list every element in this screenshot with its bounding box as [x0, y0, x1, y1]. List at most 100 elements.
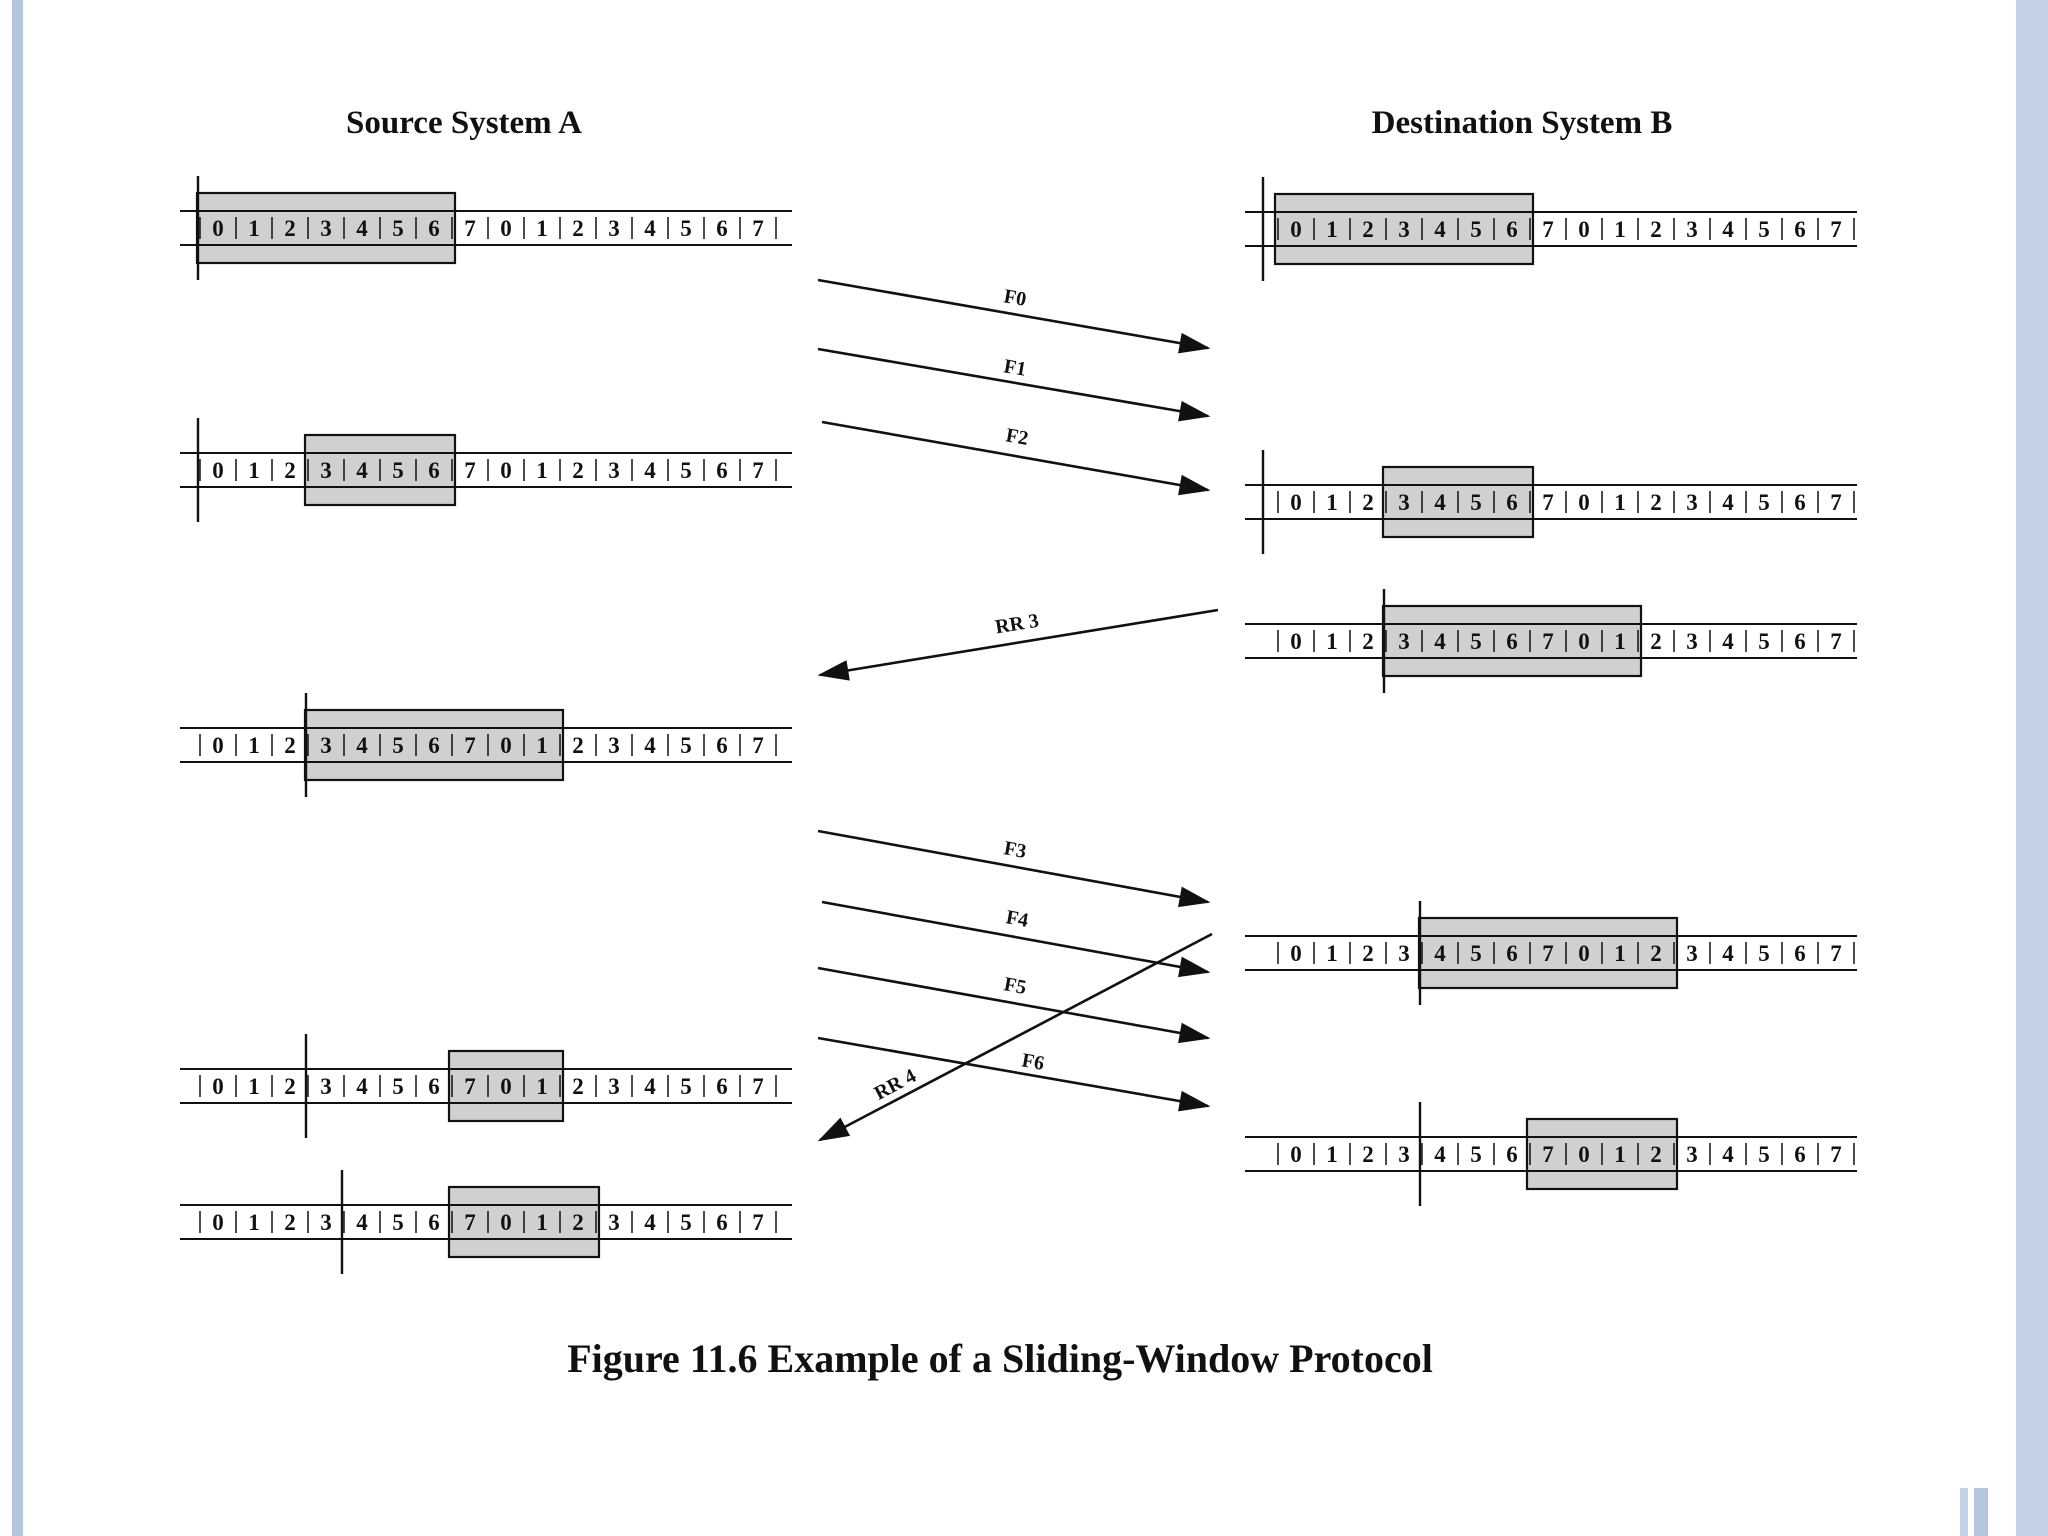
sequence-number: 7: [752, 1210, 764, 1235]
arrow-line: [817, 347, 1211, 422]
sequence-number: 3: [608, 733, 620, 758]
sequence-number: 3: [1686, 1142, 1698, 1167]
sequence-number: 3: [1398, 1142, 1410, 1167]
arrow-label: F4: [1004, 906, 1030, 932]
sequence-number: 4: [1434, 941, 1446, 966]
sequence-number: 1: [248, 216, 260, 241]
sequence-number: 5: [680, 216, 692, 241]
sequence-number: 5: [1470, 1142, 1482, 1167]
sequence-number: 6: [716, 458, 728, 483]
sequence-number: 0: [500, 216, 512, 241]
sequence-number: 6: [1506, 941, 1518, 966]
sequence-number: 4: [644, 216, 656, 241]
sequence-number: 4: [1434, 217, 1446, 242]
sequence-number: 3: [1398, 629, 1410, 654]
sequence-number: 5: [1470, 941, 1482, 966]
sequence-number: 6: [716, 216, 728, 241]
frame-arrow: RR 4: [817, 932, 1213, 1142]
arrow-label: F5: [1002, 973, 1028, 999]
sequence-number: 7: [1830, 1142, 1842, 1167]
sequence-number: 1: [1614, 941, 1626, 966]
arrow-line: [821, 900, 1211, 978]
figure-caption: Figure 11.6 Example of a Sliding-Window …: [567, 1336, 1433, 1381]
frame-arrow: F1: [817, 347, 1211, 422]
sliding-window-box: [447, 1049, 565, 1123]
sequence-number: 6: [1794, 941, 1806, 966]
sequence-number: 2: [572, 458, 584, 483]
sequence-number: 4: [356, 216, 368, 241]
sequence-number: 5: [680, 1210, 692, 1235]
sequence-number: 7: [1830, 629, 1842, 654]
arrow-label: F2: [1004, 424, 1030, 450]
sequence-number: 3: [1686, 941, 1698, 966]
sequence-number: 0: [500, 458, 512, 483]
sequence-number: 7: [464, 1074, 476, 1099]
sequence-number: 0: [212, 458, 224, 483]
sequence-number: 1: [536, 1074, 548, 1099]
sequence-number: 4: [1434, 629, 1446, 654]
sequence-number: 5: [1470, 490, 1482, 515]
sequence-number: 4: [644, 1074, 656, 1099]
sequence-number: 5: [1758, 1142, 1770, 1167]
sequence-number: 6: [1794, 629, 1806, 654]
sequence-number: 7: [1542, 490, 1554, 515]
sequence-number: 7: [1542, 217, 1554, 242]
sequence-number: 6: [1506, 490, 1518, 515]
sequence-number: 5: [680, 1074, 692, 1099]
sliding-window-box: [1417, 916, 1679, 990]
sliding-window-box: [303, 708, 565, 782]
sequence-number: 0: [212, 1074, 224, 1099]
sequence-number: 2: [1650, 1142, 1662, 1167]
sequence-number: 3: [1398, 490, 1410, 515]
arrow-line: [817, 966, 1211, 1044]
sequence-number: 7: [752, 216, 764, 241]
sequence-number: 6: [716, 1210, 728, 1235]
sequence-number: 6: [428, 733, 440, 758]
sequence-number: 3: [1398, 941, 1410, 966]
sequence-number: 6: [428, 1074, 440, 1099]
sequence-number: 0: [1578, 941, 1590, 966]
sequence-number: 7: [1830, 217, 1842, 242]
sequence-number: 2: [572, 1074, 584, 1099]
sequence-number: 6: [428, 1210, 440, 1235]
sequence-number: 2: [1650, 490, 1662, 515]
sequence-number: 2: [572, 1210, 584, 1235]
sequence-number: 2: [572, 216, 584, 241]
arrow-line: [817, 1036, 1211, 1112]
sequence-number: 6: [428, 458, 440, 483]
sequence-number: 5: [392, 458, 404, 483]
frame-arrow: RR 3: [817, 608, 1219, 681]
frame-arrow: F6: [817, 1036, 1211, 1112]
sequence-number: 4: [1722, 629, 1734, 654]
sequence-number: 3: [1686, 217, 1698, 242]
sequence-number: 4: [644, 733, 656, 758]
sequence-number: 4: [1722, 941, 1734, 966]
sequence-number: 1: [248, 733, 260, 758]
sequence-number: 4: [356, 1210, 368, 1235]
sequence-number: 6: [1506, 629, 1518, 654]
slide-right-border: [2016, 0, 2048, 1536]
sequence-number: 5: [1758, 490, 1770, 515]
sequence-number: 0: [1290, 217, 1302, 242]
sequence-number: 1: [248, 1210, 260, 1235]
sequence-number: 5: [392, 1074, 404, 1099]
frame-arrow: F4: [821, 900, 1211, 978]
sequence-number: 1: [536, 733, 548, 758]
sequence-number: 2: [284, 458, 296, 483]
sequence-number: 3: [608, 1074, 620, 1099]
sequence-number: 5: [392, 733, 404, 758]
sequence-number: 4: [356, 1074, 368, 1099]
sequence-number: 4: [1434, 1142, 1446, 1167]
sliding-window-box: [1273, 192, 1535, 266]
sequence-number: 0: [1290, 629, 1302, 654]
sequence-number: 7: [464, 1210, 476, 1235]
arrow-line: [817, 932, 1213, 1142]
sequence-number: 7: [1830, 941, 1842, 966]
sequence-number: 7: [1542, 941, 1554, 966]
sequence-number: 0: [1578, 217, 1590, 242]
